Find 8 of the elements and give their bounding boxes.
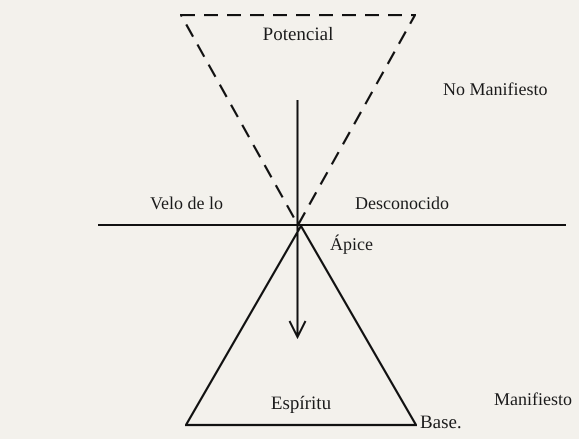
region-label: Manifiesto bbox=[494, 388, 572, 410]
triangle-label: Potencial bbox=[262, 24, 334, 46]
region-label: Desconocido bbox=[355, 192, 449, 214]
region-label: No Manifiesto bbox=[443, 78, 548, 100]
region-label: Velo de lo bbox=[150, 192, 223, 214]
region-label: Ápice bbox=[330, 233, 373, 255]
triangle-label: Espíritu bbox=[270, 393, 332, 415]
corner-label: Base. bbox=[420, 412, 462, 434]
